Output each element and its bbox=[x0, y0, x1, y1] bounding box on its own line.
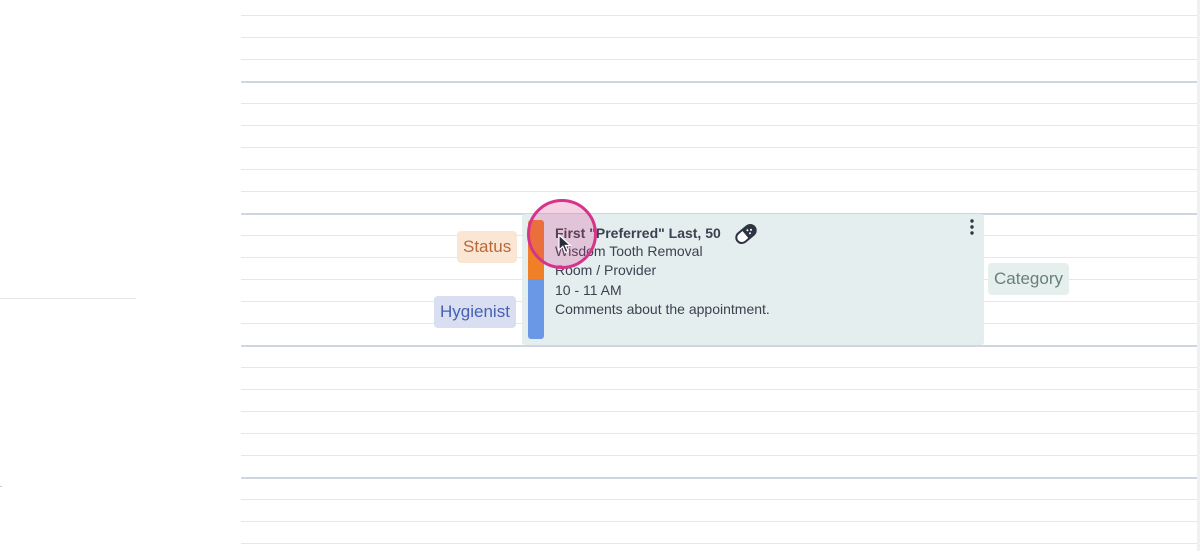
procedure-text: Wisdom Tooth Removal bbox=[555, 242, 703, 259]
more-vertical-icon[interactable] bbox=[964, 218, 980, 236]
hygienist-color-bar[interactable] bbox=[528, 279, 544, 339]
left-panel-tick bbox=[0, 486, 2, 487]
patient-name: First "Preferred" Last, 50 bbox=[555, 225, 721, 242]
appointment-comments: Comments about the appointment. bbox=[555, 301, 770, 317]
room-provider-text: Room / Provider bbox=[555, 262, 657, 278]
hour-divider bbox=[241, 345, 1197, 347]
hygienist-tag: Hygienist bbox=[434, 296, 516, 328]
status-color-bar[interactable] bbox=[528, 220, 544, 279]
pill-icon bbox=[733, 222, 759, 246]
appointment-time: 10 - 11 AM bbox=[555, 281, 622, 298]
appointment-details[interactable]: First "Preferred" Last, 50 Wisdom Tooth … bbox=[555, 222, 770, 320]
left-panel-divider bbox=[0, 298, 136, 299]
grid-right-edge bbox=[1197, 0, 1200, 551]
category-tag: Category bbox=[988, 263, 1069, 295]
status-tag: Status bbox=[457, 231, 518, 263]
hour-divider bbox=[241, 477, 1197, 479]
left-panel bbox=[0, 0, 242, 551]
hour-divider bbox=[241, 81, 1197, 83]
